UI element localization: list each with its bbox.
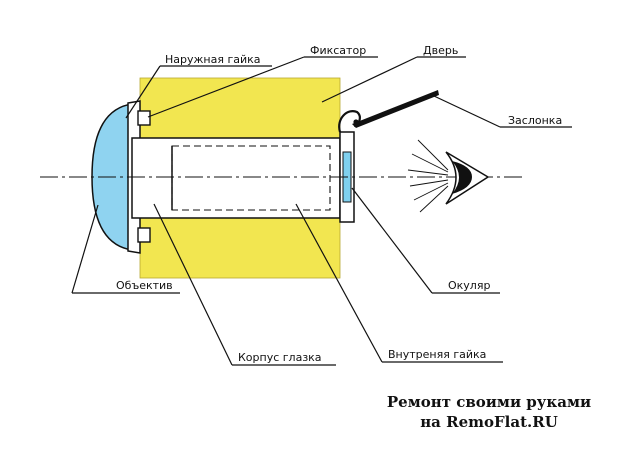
leader-eyepiece <box>351 187 433 294</box>
label-lens: Объектив <box>116 279 173 292</box>
body-tube <box>131 137 341 219</box>
label-body: Корпус глазка <box>238 351 322 364</box>
leader-shutter <box>433 95 501 128</box>
label-shutter: Заслонка <box>508 114 562 127</box>
label-eyepiece: Окуляр <box>448 279 490 292</box>
label-outer-nut: Наружная гайка <box>165 53 261 66</box>
sight-rays <box>407 139 449 213</box>
watermark-line-2: на RemoFlat.RU <box>420 413 558 431</box>
leader-outer-nut <box>125 65 161 119</box>
outer-nut-top <box>137 110 151 126</box>
leader-latch <box>147 56 305 118</box>
shutter-arm <box>352 90 439 128</box>
leader-door <box>321 56 418 103</box>
label-latch: Фиксатор <box>310 44 366 57</box>
leader-inner-nut <box>295 203 383 363</box>
leader-lens <box>71 204 99 294</box>
label-door: Дверь <box>423 44 458 57</box>
watermark-line-1: Ремонт своими руками <box>386 393 592 411</box>
eye-pupil <box>452 161 472 194</box>
site-watermark: Ремонт своими руками на RemoFlat.RU <box>360 392 618 432</box>
label-inner-nut: Внутреняя гайка <box>388 348 486 361</box>
leader-body <box>153 203 233 366</box>
outer-nut-bottom <box>137 227 151 243</box>
